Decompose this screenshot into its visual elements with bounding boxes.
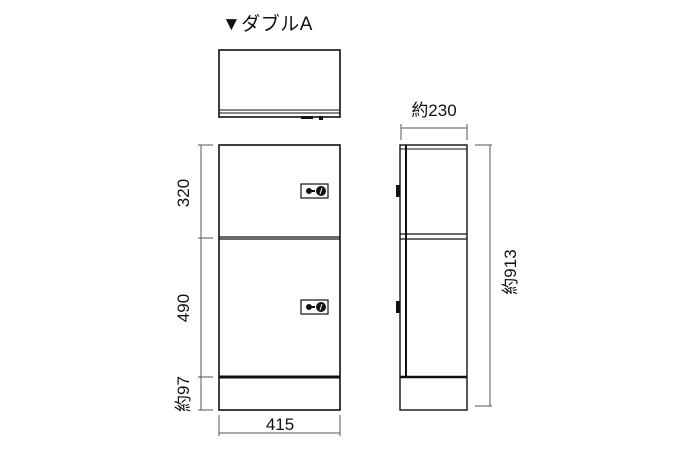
- front-view: [218, 144, 341, 411]
- top-view: [218, 49, 341, 120]
- lock-icon: [300, 299, 329, 315]
- front-dimensions: [198, 144, 341, 436]
- dim-upper-height: 320: [174, 179, 193, 207]
- side-view: [396, 144, 468, 411]
- dim-lower-height: 490: [174, 294, 193, 322]
- side-dimensions: [400, 124, 492, 407]
- dim-depth: 約230: [411, 101, 456, 120]
- drawing-title: ▼ダブルA: [222, 14, 313, 35]
- dim-total-height: 約913: [501, 249, 520, 294]
- dim-width: 415: [266, 415, 294, 434]
- side-lock-icon: [396, 185, 400, 197]
- side-lock-icon: [396, 301, 400, 313]
- lock-icon: [300, 183, 329, 199]
- dim-base-height: 約97: [174, 376, 193, 412]
